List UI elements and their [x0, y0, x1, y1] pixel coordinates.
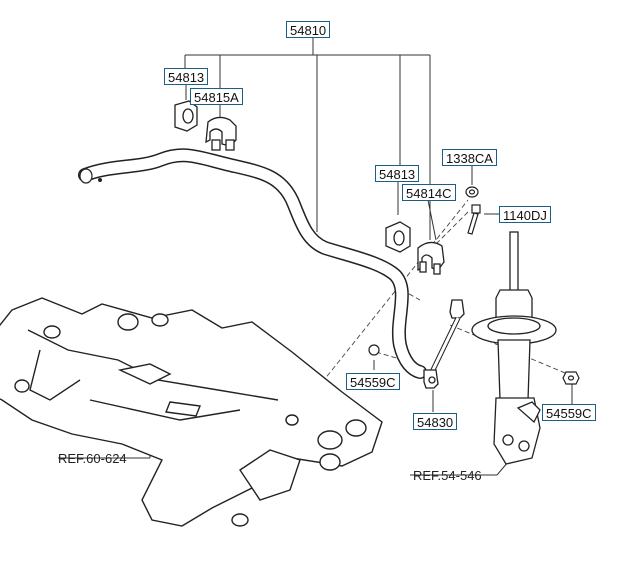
label-54815a[interactable]: 54815A	[190, 88, 243, 105]
label-54830[interactable]: 54830	[413, 413, 458, 430]
ref-strut[interactable]: REF.54-546	[413, 468, 482, 483]
label-54810[interactable]: 54810	[286, 21, 331, 38]
nut-top-part	[465, 186, 479, 198]
label-54559c-left[interactable]: 54559C	[346, 373, 400, 390]
bushing-left-part	[174, 100, 198, 132]
label-1338ca[interactable]: 1338CA	[442, 149, 497, 166]
stabilizer-bar	[78, 148, 427, 379]
label-54813-right[interactable]: 54813	[375, 165, 420, 182]
strut-part	[471, 231, 557, 465]
label-1140dj[interactable]: 1140DJ	[499, 206, 551, 223]
crossmember-part	[0, 297, 383, 527]
label-54813-left[interactable]: 54813	[164, 68, 209, 85]
leader-lines	[58, 37, 573, 476]
nut-strut-part	[562, 371, 580, 385]
stabilizer-link-part	[423, 299, 465, 389]
bracket-right-part	[417, 241, 445, 275]
bolt-part	[467, 204, 481, 235]
bracket-left-part	[205, 116, 237, 151]
label-54559c-right[interactable]: 54559C	[542, 404, 596, 421]
bushing-right-part	[385, 221, 411, 253]
ref-crossmember[interactable]: REF.60-624	[58, 451, 127, 466]
nut-left-link-part	[368, 344, 380, 356]
label-54814c[interactable]: 54814C	[402, 184, 456, 201]
